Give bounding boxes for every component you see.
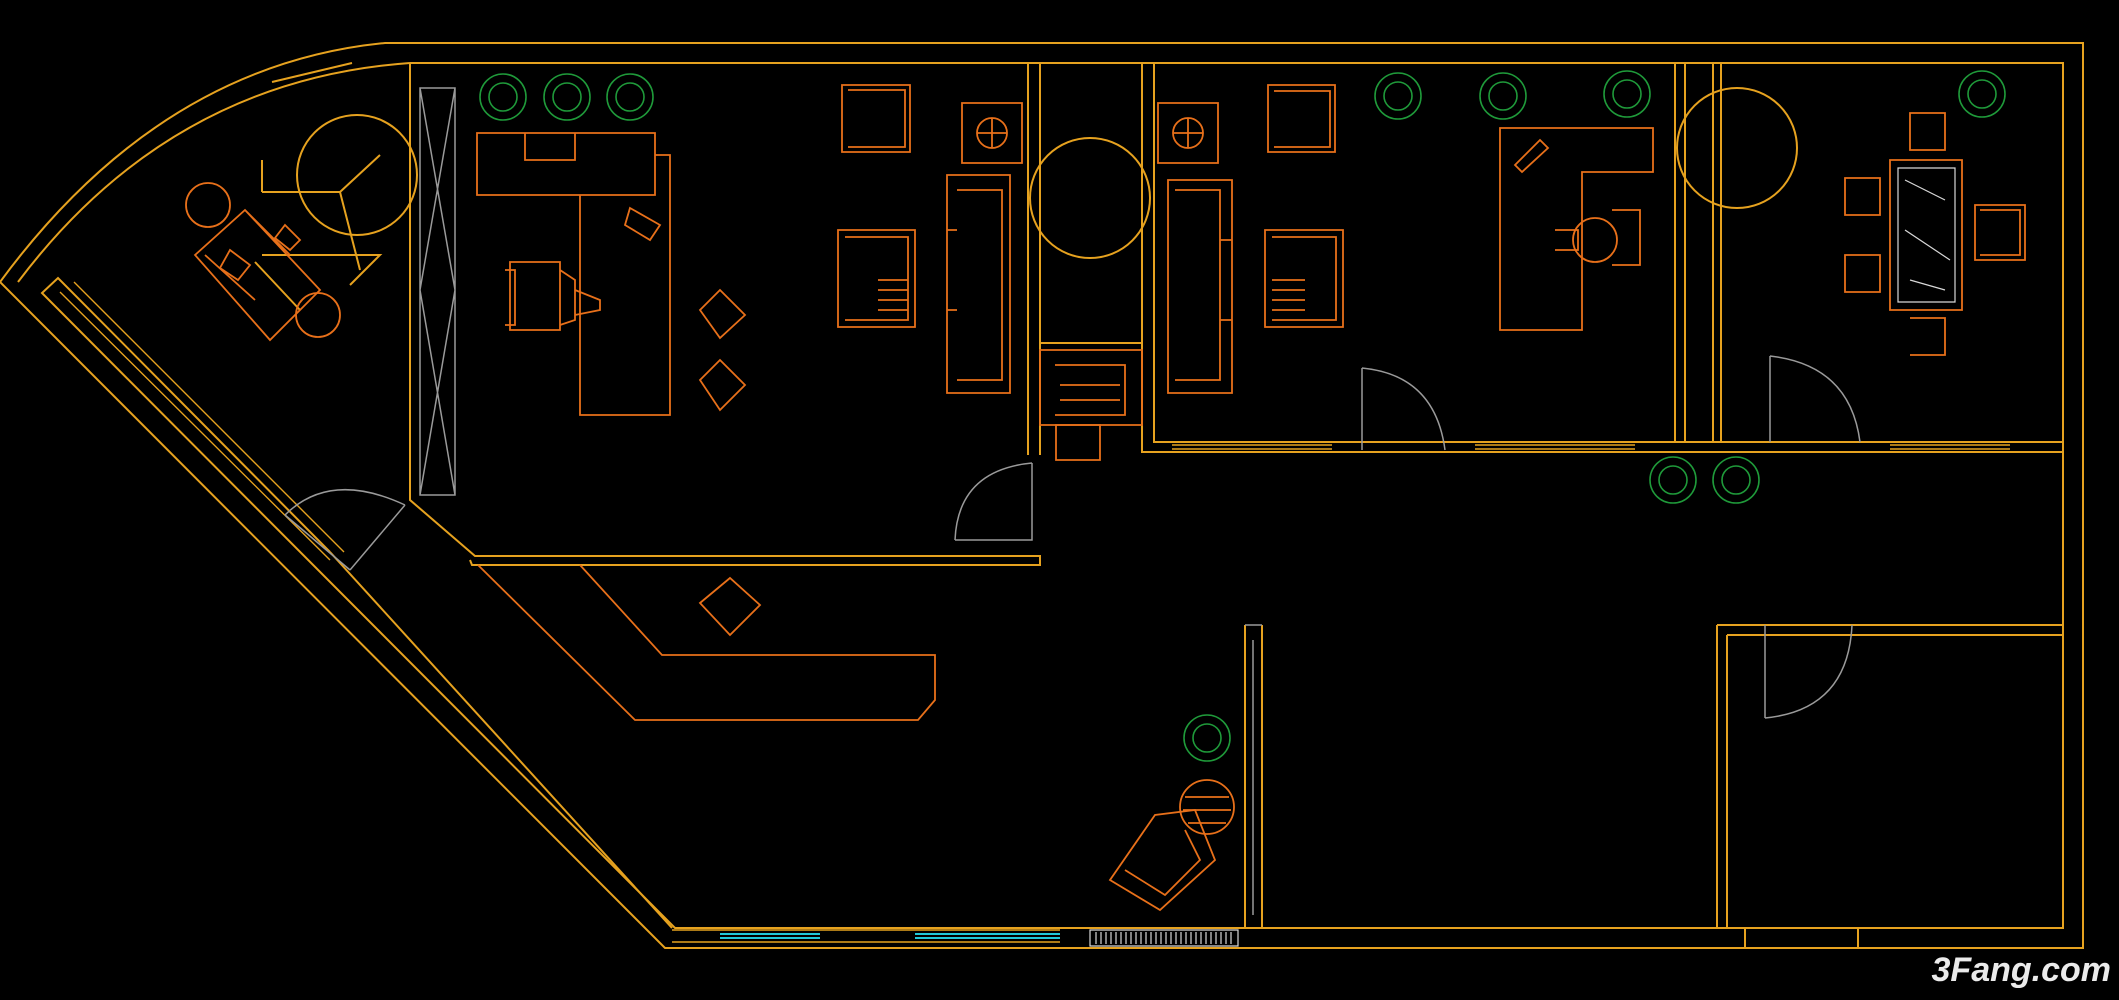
door-5: [284, 488, 406, 571]
office-desk-right: [1499, 127, 1654, 331]
plant-icon: [479, 73, 527, 121]
plant-icon: [606, 73, 654, 121]
plant-icon: [543, 73, 591, 121]
center-lounge: [837, 84, 1344, 461]
plant-icon: [1479, 72, 1527, 120]
plants: [479, 70, 2006, 762]
reception-desk: [477, 564, 936, 721]
door-1: [954, 462, 1033, 541]
plant-icon: [1958, 70, 2006, 118]
plant-icon: [1712, 456, 1760, 504]
doors: [284, 355, 1861, 719]
plant-icon: [1183, 714, 1231, 762]
workstation-cluster: [185, 182, 341, 342]
tea-table: [1844, 112, 2026, 356]
door-2: [1361, 367, 1446, 451]
glass-partition: [419, 87, 1262, 915]
windows: [59, 281, 1239, 947]
door-4: [1764, 624, 1853, 719]
watermark-logo: 3Fang.com: [1931, 951, 2111, 989]
manager-desk: [476, 132, 747, 416]
plant-icon: [1603, 70, 1651, 118]
outer-walls: [0, 42, 2084, 949]
door-3: [1769, 355, 1861, 443]
plant-icon: [1649, 456, 1697, 504]
round-columns: [296, 62, 1798, 344]
interior-walls: [254, 62, 2063, 948]
plant-icon: [1374, 72, 1422, 120]
lounge-chair: [1108, 779, 1235, 912]
